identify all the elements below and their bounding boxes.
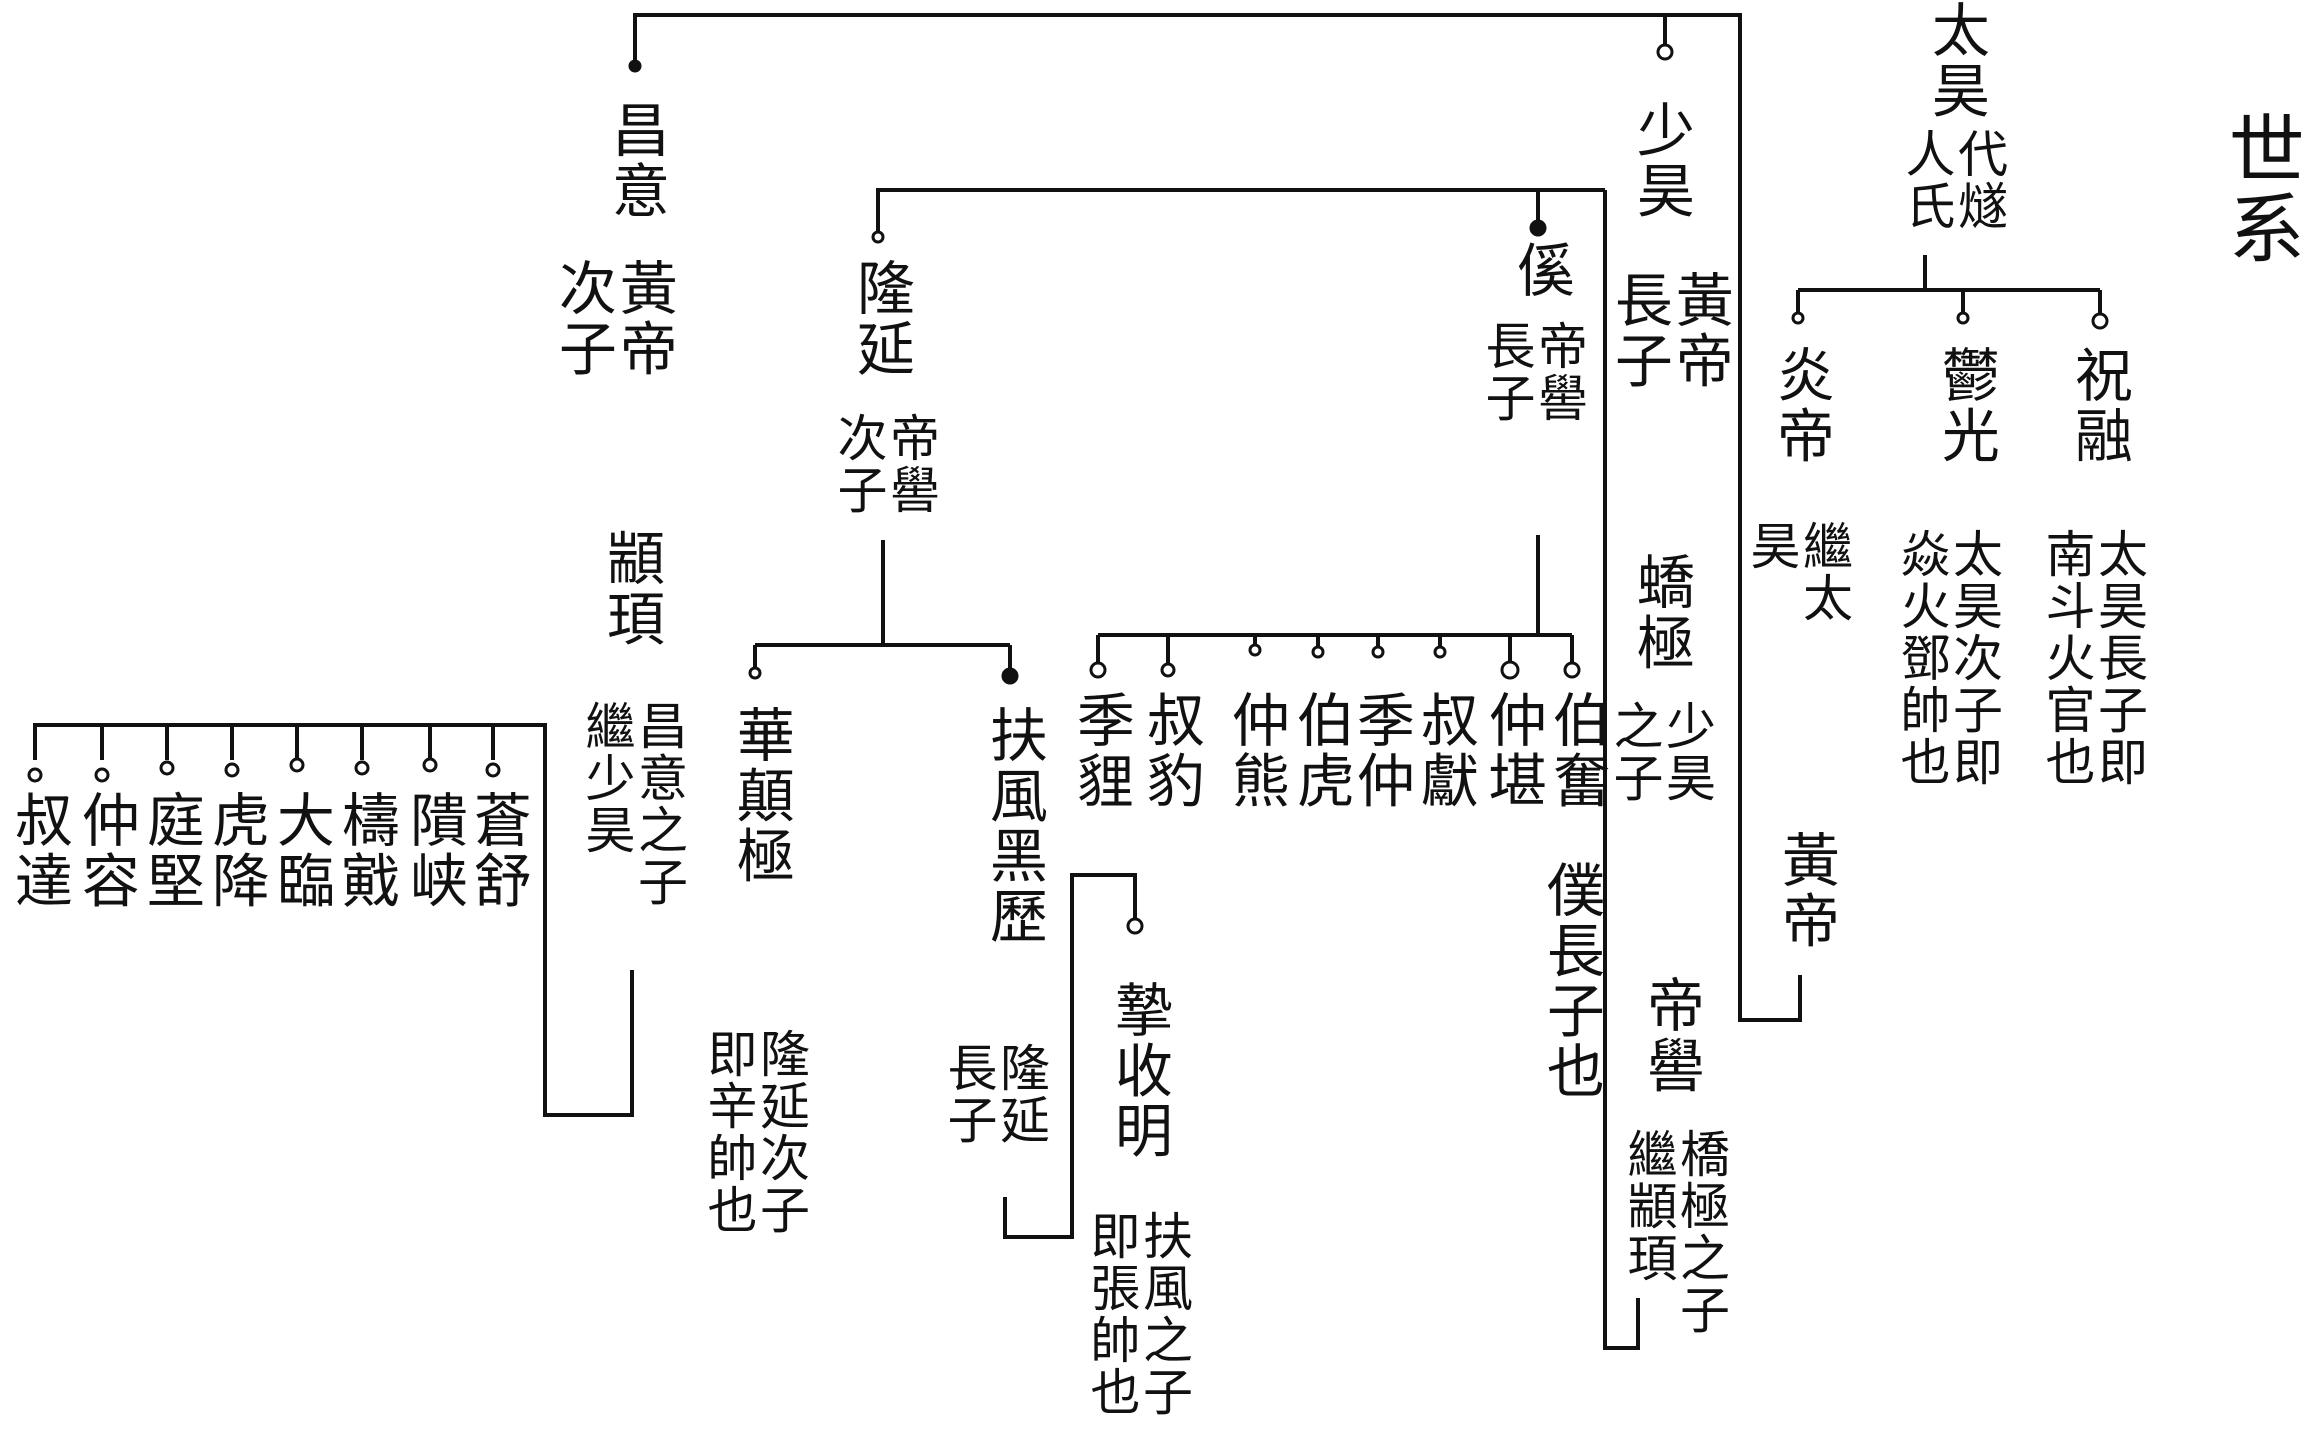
zhuanxu-son-7: 仲容 xyxy=(71,790,140,911)
node-jiaoji: 蟜極 xyxy=(1626,552,1695,673)
note-taihao: 代燧 人氏 xyxy=(1897,128,2009,232)
note-zhishouming: 扶風之子 即張帥也 xyxy=(1082,1210,1194,1418)
zhuanxu-son-3: 檮戭 xyxy=(331,790,400,911)
node-zhurong: 祝融 xyxy=(2064,345,2133,466)
xi-son-1: 伯奮 xyxy=(1542,690,1611,811)
xi-son-7: 叔豹 xyxy=(1136,690,1205,811)
xi-son-5: 伯虎 xyxy=(1286,690,1355,811)
zhuanxu-son-6: 庭堅 xyxy=(136,790,205,911)
zhuanxu-son-2: 隤峡 xyxy=(399,790,468,911)
node-longyan: 隆延 xyxy=(846,258,915,379)
node-zhuanxu: 顓頊 xyxy=(596,528,665,649)
node-huadianji: 華顛極 xyxy=(726,705,795,886)
node-huangdi: 黃帝 xyxy=(1771,830,1840,951)
zhuanxu-son-8: 叔達 xyxy=(4,790,73,911)
node-fufengheili: 扶風黑歷 xyxy=(979,705,1048,947)
xi-son-6: 仲熊 xyxy=(1221,690,1290,811)
node-yuguang: 鬱光 xyxy=(1931,345,2000,466)
note-jiaoji: 少昊 之子 xyxy=(1605,700,1717,804)
note-shaohao: 黃帝 長子 xyxy=(1604,270,1734,391)
xi-son-4: 季仲 xyxy=(1346,690,1415,811)
note-huadianji: 隆延次子 即辛帥也 xyxy=(699,1028,811,1236)
note-bofen: 僕長子也 xyxy=(1536,860,1605,1102)
xi-son-8: 季貍 xyxy=(1066,690,1135,811)
node-changyi: 昌意 xyxy=(601,100,670,221)
node-taihao: 太昊 xyxy=(1921,0,1990,121)
zhuanxu-son-1: 蒼舒 xyxy=(463,790,532,911)
note-yandi: 繼太 昊 xyxy=(1742,520,1854,624)
note-xi: 帝嚳 長子 xyxy=(1477,320,1589,424)
node-diku: 帝嚳 xyxy=(1636,975,1705,1096)
note-zhurong: 太昊長子即 南斗火官也 xyxy=(2037,528,2149,788)
note-zhuanxu: 昌意之子 繼少昊 xyxy=(577,700,689,908)
note-changyi: 黃帝 次子 xyxy=(548,258,678,379)
xi-son-2: 仲堪 xyxy=(1478,690,1547,811)
note-yuguang: 太昊次子即 焱火鄧帥也 xyxy=(1892,528,2004,788)
node-zhishouming: 摯收明 xyxy=(1104,980,1173,1161)
zhuanxu-son-4: 大臨 xyxy=(266,790,335,911)
page-title: 世系 xyxy=(2215,110,2305,269)
node-yandi: 炎帝 xyxy=(1766,345,1835,466)
note-diku: 橋極之子 繼顓頊 xyxy=(1619,1128,1731,1336)
node-shaohao: 少昊 xyxy=(1626,100,1695,221)
note-longyan: 帝嚳 次子 xyxy=(829,412,941,516)
zhuanxu-son-5: 虎降 xyxy=(201,790,270,911)
xi-son-3: 叔獻 xyxy=(1410,690,1479,811)
node-xi: 傒 xyxy=(1506,240,1575,301)
note-fufengheili: 隆延 長子 xyxy=(939,1042,1051,1146)
